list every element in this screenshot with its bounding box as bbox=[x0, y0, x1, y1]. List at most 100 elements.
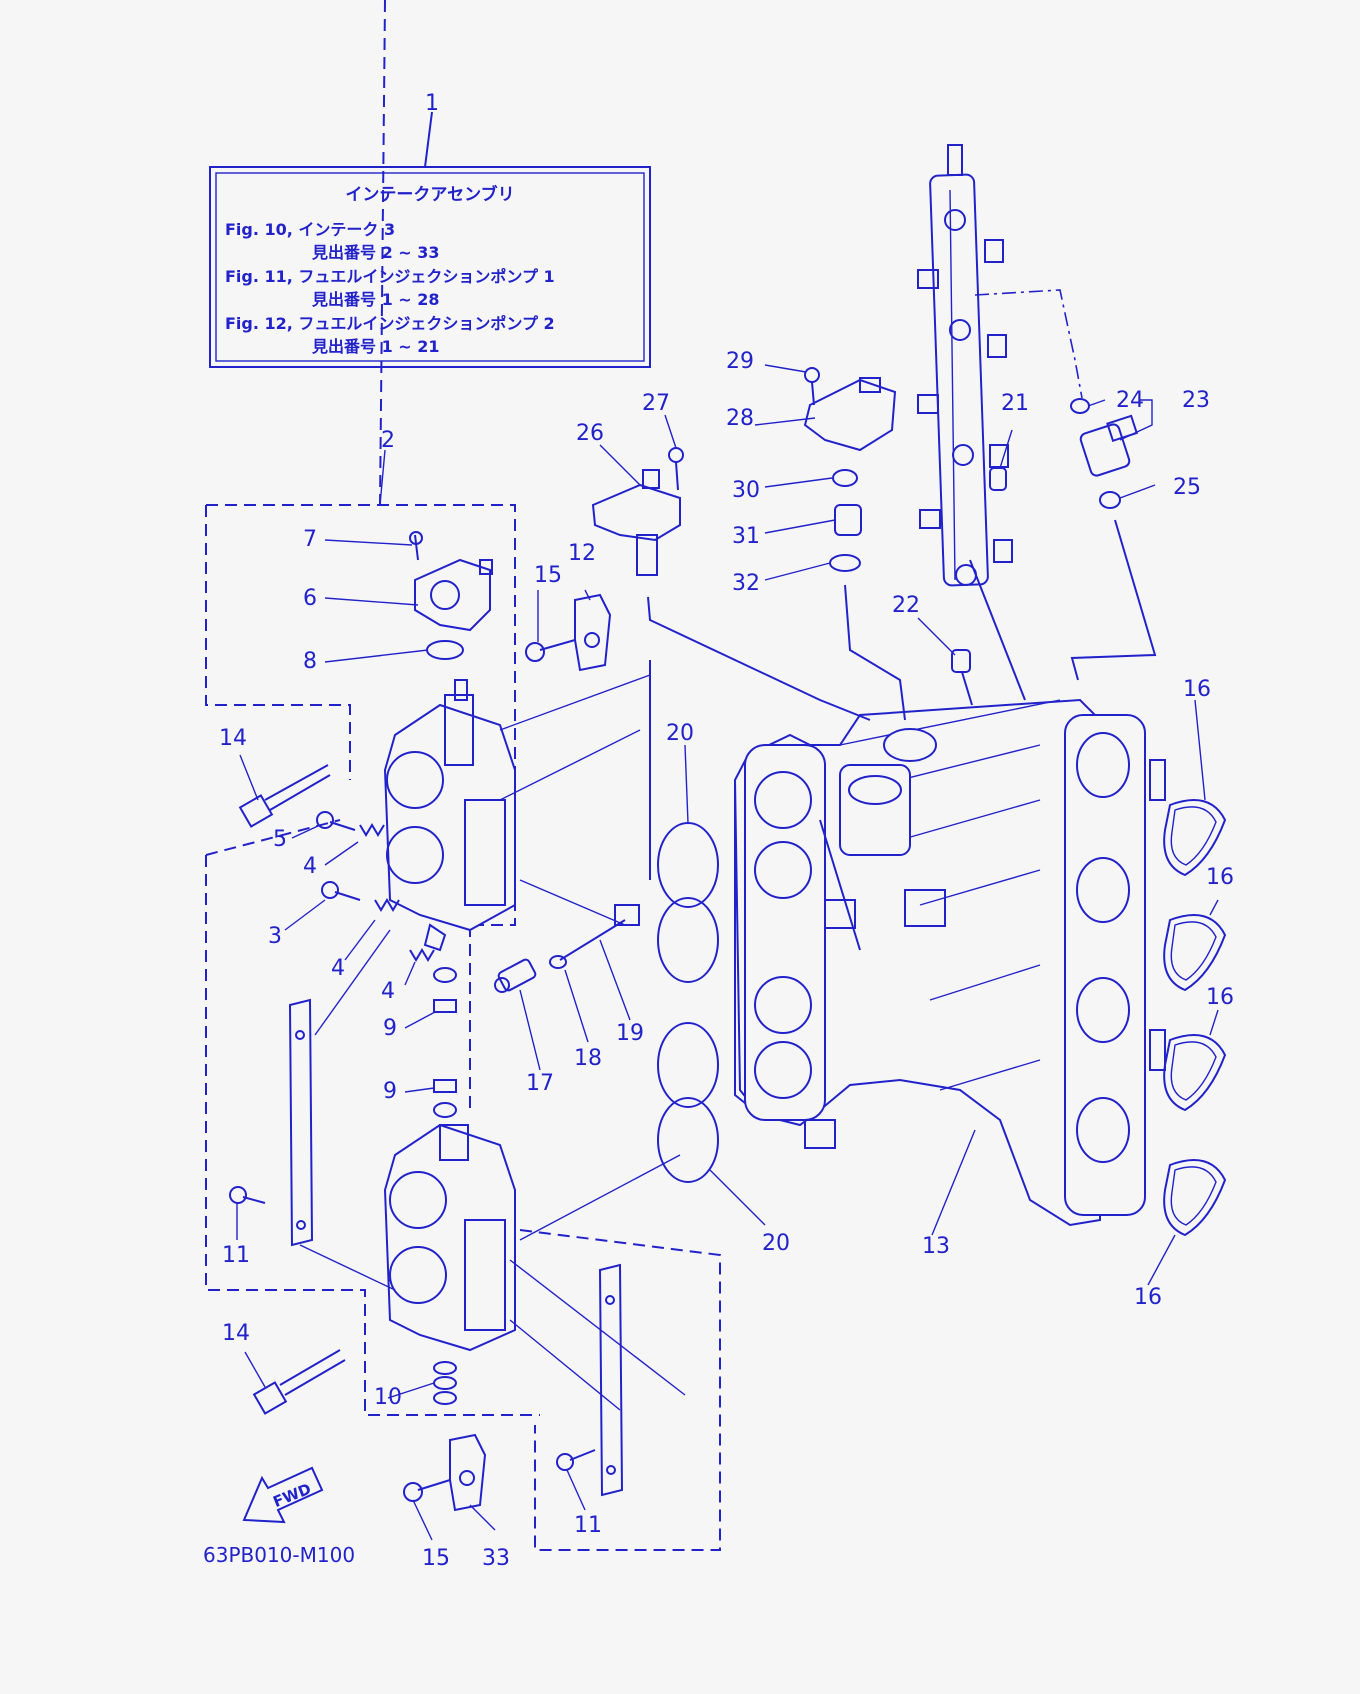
legend-box: インテークアセンブリ Fig. 10, インテーク 3 見出番号 2 ~ 33 … bbox=[209, 111, 651, 368]
callout-4-c: 4 bbox=[381, 979, 395, 1004]
callout-31: 31 bbox=[732, 524, 760, 549]
throttle-position-sensor bbox=[409, 531, 493, 660]
callout-19: 19 bbox=[616, 1021, 644, 1046]
link-plate-right bbox=[598, 1263, 624, 1497]
bracket-33 bbox=[403, 1433, 487, 1512]
callout-16-a: 16 bbox=[1183, 677, 1211, 702]
callout-33: 33 bbox=[482, 1546, 510, 1571]
screw-11-left bbox=[229, 1186, 266, 1204]
fwd-arrow-icon: FWD bbox=[242, 1466, 324, 1524]
screw-15-lower bbox=[403, 1482, 423, 1502]
legend-title: インテークアセンブリ bbox=[345, 184, 514, 205]
map-sensor-28 bbox=[803, 367, 897, 452]
legend-line-2: 見出番号 2 ~ 33 bbox=[311, 243, 440, 262]
callout-16-b: 16 bbox=[1206, 865, 1234, 890]
callout-15-b: 15 bbox=[422, 1546, 450, 1571]
callout-30: 30 bbox=[732, 478, 760, 503]
callout-11-a: 11 bbox=[222, 1243, 250, 1268]
callout-12: 12 bbox=[568, 541, 596, 566]
o-ring-24 bbox=[1070, 398, 1090, 414]
callout-18: 18 bbox=[574, 1046, 602, 1071]
washer-9-upper bbox=[433, 967, 457, 1013]
callout-26: 26 bbox=[576, 421, 604, 446]
callout-6: 6 bbox=[303, 586, 317, 611]
callout-27: 27 bbox=[642, 391, 670, 416]
link-plate-left bbox=[288, 998, 314, 1247]
callout-22: 22 bbox=[892, 593, 920, 618]
callout-32: 32 bbox=[732, 571, 760, 596]
o-ring-32 bbox=[829, 554, 861, 572]
grommet-30 bbox=[832, 469, 858, 487]
callout-11-b: 11 bbox=[574, 1513, 602, 1538]
callout-25: 25 bbox=[1173, 475, 1201, 500]
pressure-sensor-leader bbox=[647, 596, 871, 721]
callout-4-b: 4 bbox=[331, 956, 345, 981]
callout-8: 8 bbox=[303, 649, 317, 674]
callout-16-d: 16 bbox=[1134, 1285, 1162, 1310]
sensor-22 bbox=[951, 649, 973, 706]
callout-28: 28 bbox=[726, 406, 754, 431]
bolt-14-lower bbox=[252, 1349, 346, 1415]
nut-18 bbox=[549, 955, 567, 969]
callout-labels: 1 2 3 4 4 4 5 6 7 8 9 9 10 11 11 12 13 1… bbox=[219, 91, 1234, 1571]
map-sensor-leader bbox=[844, 584, 906, 721]
callout-9-b: 9 bbox=[383, 1079, 397, 1104]
screw-7 bbox=[414, 534, 419, 561]
legend-line-5: Fig. 12, フュエルインジェクションポンプ 2 bbox=[225, 314, 555, 333]
callout-17: 17 bbox=[526, 1071, 554, 1096]
rail-to-injector-line bbox=[974, 289, 1083, 399]
adapter-31 bbox=[834, 504, 862, 536]
legend-line-4: 見出番号 1 ~ 28 bbox=[311, 290, 440, 309]
callout-29: 29 bbox=[726, 349, 754, 374]
callout-21: 21 bbox=[1001, 391, 1029, 416]
washer-9-lower bbox=[433, 1079, 457, 1118]
gasket-16-a bbox=[1163, 799, 1227, 877]
washer-10 bbox=[433, 1361, 457, 1405]
callout-20-a: 20 bbox=[666, 721, 694, 746]
callout-23: 23 bbox=[1182, 388, 1210, 413]
drawing-code: 63PB010-M100 bbox=[203, 1543, 355, 1567]
screw-29 bbox=[804, 367, 820, 383]
spring-4-b bbox=[374, 898, 400, 912]
callout-20-b: 20 bbox=[762, 1231, 790, 1256]
bracket-12 bbox=[525, 593, 612, 672]
intake-manifold bbox=[733, 698, 1166, 1227]
sensor-bolt-21 bbox=[989, 467, 1007, 491]
gasket-16-d bbox=[1163, 1159, 1227, 1237]
legend-line-3: Fig. 11, フュエルインジェクションポンプ 1 bbox=[225, 267, 555, 286]
legend-line-6: 見出番号 1 ~ 21 bbox=[311, 337, 440, 356]
callout-24: 24 bbox=[1116, 388, 1144, 413]
callout-1: 1 bbox=[425, 91, 439, 116]
rail-leader bbox=[969, 559, 1026, 701]
callout-leaders bbox=[236, 364, 1219, 1541]
gasket-20-lower bbox=[657, 1022, 719, 1183]
assembly-outline-upper bbox=[205, 0, 721, 1551]
screw-15-upper bbox=[525, 642, 545, 662]
fuel-rail bbox=[917, 144, 1013, 587]
spring-4-a bbox=[359, 823, 385, 837]
callout-5: 5 bbox=[273, 827, 287, 852]
throttle-body-upper bbox=[383, 679, 516, 952]
fuel-injector bbox=[1070, 398, 1138, 509]
callout-14-b: 14 bbox=[222, 1321, 250, 1346]
callout-3: 3 bbox=[268, 924, 282, 949]
legend-line-1: Fig. 10, インテーク 3 bbox=[225, 220, 395, 239]
screw-3 bbox=[321, 881, 361, 901]
gasket-20-upper bbox=[649, 660, 719, 983]
callout-14-a: 14 bbox=[219, 726, 247, 751]
o-ring-25 bbox=[1099, 491, 1121, 509]
link-rod-19 bbox=[559, 904, 640, 961]
throttle-body-lower bbox=[383, 1123, 516, 1352]
screw-5 bbox=[316, 811, 356, 831]
screw-27 bbox=[668, 447, 684, 463]
callout-4-a: 4 bbox=[303, 854, 317, 879]
bolt-14-upper bbox=[238, 764, 331, 828]
callout-16-c: 16 bbox=[1206, 985, 1234, 1010]
o-ring-8 bbox=[426, 640, 464, 660]
callout-15-a: 15 bbox=[534, 563, 562, 588]
gasket-16-c bbox=[1163, 1034, 1227, 1112]
injector-to-manifold-line bbox=[1070, 519, 1157, 681]
rod-end-17 bbox=[494, 958, 537, 993]
